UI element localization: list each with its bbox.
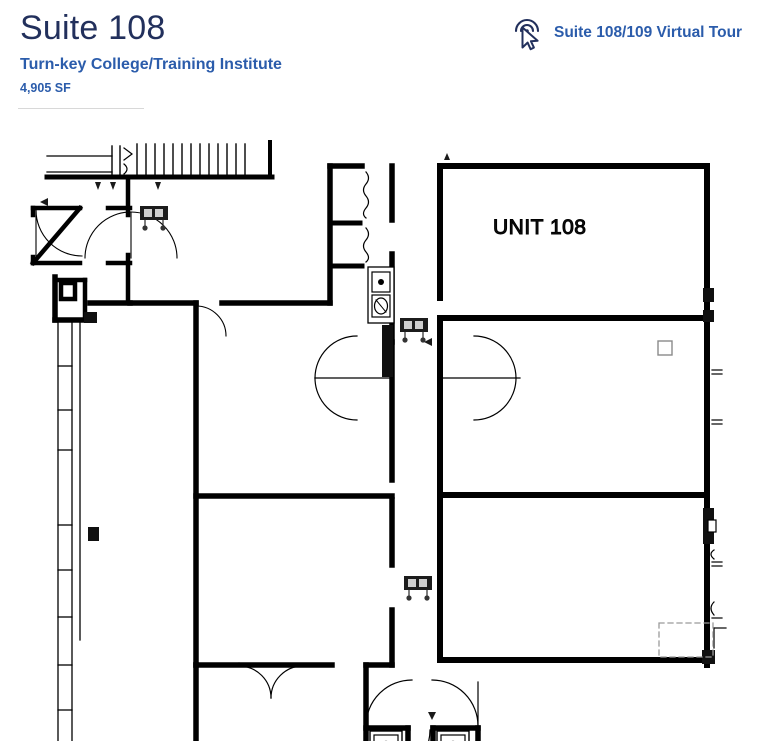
east-wall-window-marks bbox=[707, 369, 727, 649]
lower-walls bbox=[193, 662, 395, 741]
restroom-left bbox=[369, 730, 403, 741]
door-swing-corridor-right bbox=[437, 335, 521, 421]
door-swing-restroom-right bbox=[431, 679, 479, 727]
door-swing-restroom-left bbox=[365, 679, 413, 727]
floor-plan-drawing: UNIT 108 bbox=[29, 140, 727, 741]
wall-break-squiggle bbox=[362, 171, 370, 263]
floor-plan-image[interactable]: UNIT 108 bbox=[0, 120, 759, 741]
corridor-left-wall bbox=[327, 220, 365, 269]
corridor-walls bbox=[327, 163, 395, 668]
listing-header: Suite 108 Turn-key College/Training Inst… bbox=[0, 0, 759, 120]
door-swing-vestibule-inner bbox=[84, 211, 132, 259]
restroom-walls bbox=[363, 725, 481, 741]
structural-column-west bbox=[84, 312, 97, 323]
page-title: Suite 108 bbox=[20, 9, 166, 47]
west-room-inner-corner bbox=[55, 277, 88, 319]
equipment-tag-2 bbox=[400, 318, 428, 343]
restroom-right bbox=[436, 730, 470, 741]
direction-arrow-markers bbox=[40, 182, 161, 206]
structural-column-west-mid bbox=[88, 527, 99, 541]
equipment-tag-1 bbox=[140, 206, 168, 231]
arrow-marker-corridor bbox=[424, 153, 450, 346]
unit-108-label: UNIT 108 bbox=[493, 216, 587, 239]
virtual-tour-link[interactable]: Suite 108/109 Virtual Tour bbox=[510, 14, 742, 52]
window-mullion-wall-west bbox=[57, 319, 81, 741]
glazing-top-left bbox=[46, 155, 113, 173]
equipment-tag-3 bbox=[404, 576, 432, 601]
arrow-marker-lower bbox=[428, 712, 436, 720]
window-mullion-ticks bbox=[57, 365, 73, 711]
vestibule-walls bbox=[29, 174, 133, 306]
ceiling-feature-dashed bbox=[658, 622, 714, 658]
stair-run bbox=[111, 143, 246, 177]
header-divider bbox=[18, 108, 144, 109]
corridor-fixture-closet bbox=[367, 266, 395, 324]
suite-subtitle: Turn-key College/Training Institute bbox=[20, 56, 282, 73]
door-swing-west-room-top bbox=[195, 303, 227, 337]
lower-left-double-door bbox=[238, 662, 304, 699]
door-swing-vestibule-outer bbox=[35, 209, 83, 257]
unit-108-walls bbox=[437, 163, 710, 668]
floor-outlet-symbol bbox=[657, 340, 673, 356]
suite-square-footage: 4,905 SF bbox=[20, 81, 71, 95]
click-cursor-icon bbox=[510, 14, 546, 52]
door-swing-restroom-vestibule bbox=[428, 729, 431, 741]
corridor-pier bbox=[382, 325, 393, 377]
virtual-tour-label: Suite 108/109 Virtual Tour bbox=[554, 24, 743, 41]
door-swing-corridor-left bbox=[314, 335, 393, 421]
